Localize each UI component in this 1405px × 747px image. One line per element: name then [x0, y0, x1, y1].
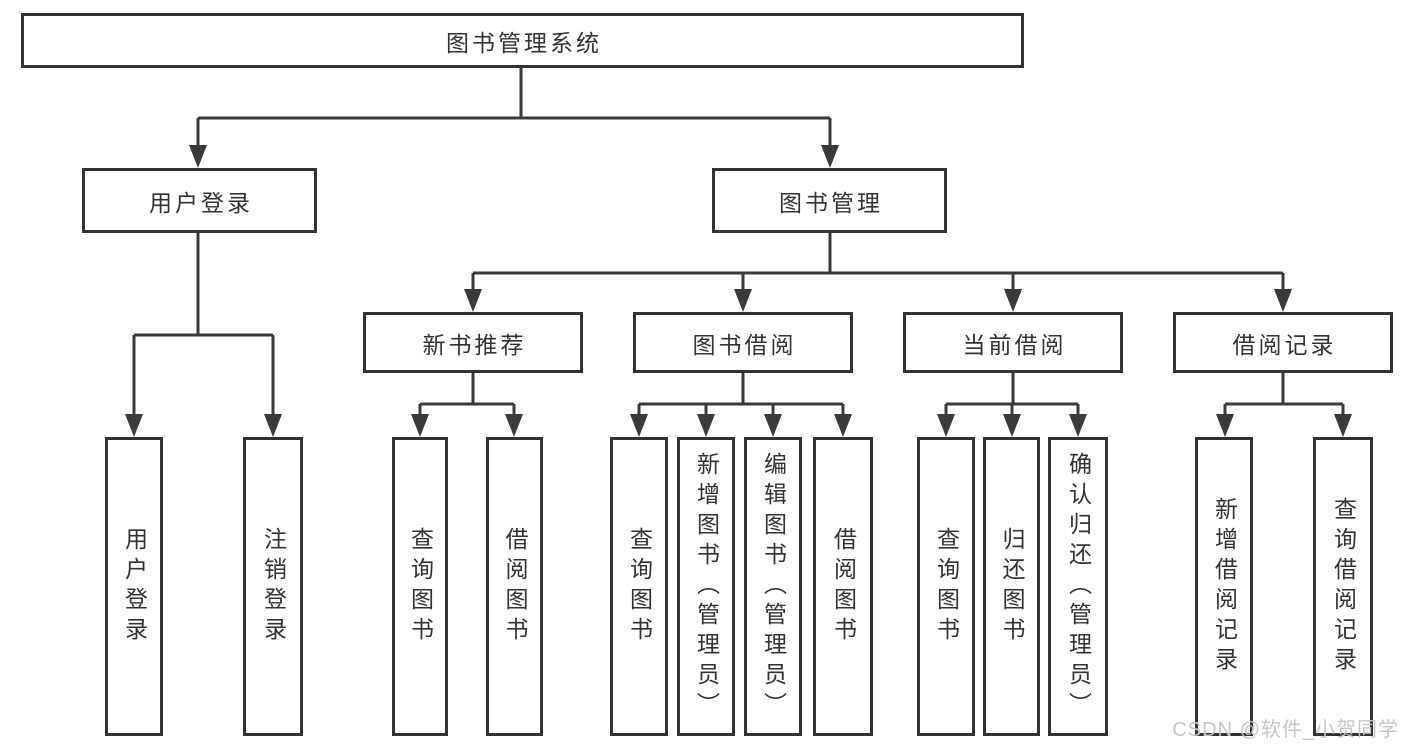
- node-label: 借阅记录: [1232, 331, 1337, 358]
- arrowhead-icon: [630, 414, 648, 437]
- node-label: 当前借阅: [962, 331, 1067, 358]
- diagram-node-user-login-group: 用户登录: [82, 168, 317, 233]
- diagram-node-current-borrowing: 当前借阅: [903, 312, 1123, 373]
- arrowhead-icon: [1334, 414, 1352, 437]
- node-label: 查询图书: [626, 526, 653, 647]
- node-label: 新书推荐: [422, 331, 527, 358]
- node-label: 新增借阅记录: [1211, 496, 1238, 677]
- diagram-node-leaf-edit-books-admin: 编辑图书（管理员）: [744, 437, 802, 736]
- node-label: 注销登录: [260, 526, 287, 647]
- diagram-node-book-borrowing: 图书借阅: [633, 312, 853, 373]
- diagram-node-leaf-query-borrow-record: 查询借阅记录: [1313, 437, 1373, 736]
- arrowhead-icon: [1003, 414, 1021, 437]
- diagram-node-leaf-user-login: 用户登录: [105, 437, 163, 736]
- node-label: 用户登录: [121, 526, 148, 647]
- node-label: 归还图书: [999, 526, 1025, 647]
- diagram-node-leaf-query-books-3: 查询图书: [917, 437, 975, 736]
- diagram-node-leaf-query-books-1: 查询图书: [392, 437, 448, 736]
- diagram-node-leaf-query-books-2: 查询图书: [610, 437, 668, 736]
- diagram-node-new-book-recommend: 新书推荐: [363, 312, 583, 373]
- node-label: 图书管理: [779, 189, 883, 216]
- node-label: 编辑图书（管理员）: [760, 451, 787, 722]
- node-label: 图书借阅: [692, 331, 797, 358]
- node-label: 确认归还（管理员）: [1065, 451, 1092, 722]
- arrowhead-icon: [734, 289, 752, 312]
- node-label: 借阅图书: [502, 526, 528, 647]
- node-label: 查询借阅记录: [1330, 496, 1357, 677]
- diagram-node-leaf-add-books-admin: 新增图书（管理员）: [677, 437, 735, 736]
- arrowhead-icon: [1216, 414, 1234, 437]
- arrowhead-icon: [1004, 289, 1022, 312]
- arrowhead-icon: [821, 145, 839, 168]
- diagram-node-leaf-add-borrow-record: 新增借阅记录: [1195, 437, 1253, 736]
- arrowhead-icon: [505, 414, 523, 437]
- arrowhead-icon: [1274, 289, 1292, 312]
- arrowhead-icon: [697, 414, 715, 437]
- arrowhead-icon: [1069, 414, 1087, 437]
- node-label: 借阅图书: [830, 526, 857, 647]
- arrowhead-icon: [464, 289, 482, 312]
- arrowhead-icon: [125, 414, 143, 437]
- arrowhead-icon: [411, 414, 429, 437]
- diagram-node-leaf-return-books: 归还图书: [983, 437, 1040, 736]
- node-label: 查询图书: [407, 526, 434, 647]
- node-label: 查询图书: [933, 526, 960, 647]
- arrowhead-icon: [189, 145, 207, 168]
- arrowhead-icon: [764, 414, 782, 437]
- node-label: 新增图书（管理员）: [693, 451, 720, 722]
- diagram-node-book-management: 图书管理: [712, 168, 947, 233]
- arrowhead-icon: [937, 414, 955, 437]
- diagram-node-leaf-logout: 注销登录: [243, 437, 303, 736]
- diagram-node-leaf-borrow-books-2: 借阅图书: [813, 437, 873, 736]
- diagram-node-root: 图书管理系统: [21, 13, 1024, 68]
- diagram-node-borrowing-records: 借阅记录: [1173, 312, 1393, 373]
- node-label: 图书管理系统: [446, 29, 602, 56]
- arrowhead-icon: [834, 414, 852, 437]
- node-label: 用户登录: [149, 189, 253, 216]
- arrowhead-icon: [264, 414, 282, 437]
- diagram-node-leaf-confirm-return-admin: 确认归还（管理员）: [1048, 437, 1108, 736]
- diagram-node-leaf-borrow-books-1: 借阅图书: [486, 437, 543, 736]
